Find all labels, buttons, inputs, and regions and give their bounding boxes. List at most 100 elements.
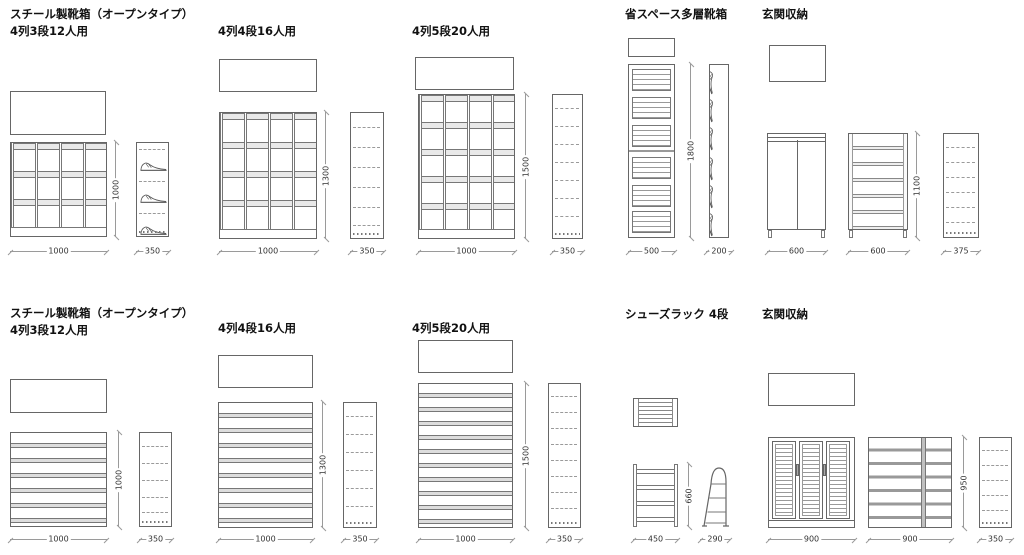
g2-height-dimension: 1300 (321, 112, 331, 239)
g3-front-view (418, 94, 515, 239)
cabinet-leg (768, 230, 772, 238)
shelf-dashed-line (555, 198, 579, 199)
g5-depth-dimension: 375 (943, 246, 979, 256)
shelf-dashed-line (555, 180, 579, 181)
louver-section (632, 185, 671, 207)
dim-label: 900 (801, 534, 822, 544)
dim-label: 950 (959, 472, 969, 493)
shelf-dashed-line (142, 463, 168, 464)
g6-height-dimension: 1000 (114, 432, 124, 527)
dim-label: 1500 (521, 154, 531, 179)
shelf-dashed-line (139, 213, 165, 214)
g7-side-view (343, 402, 377, 528)
rack-post (674, 464, 678, 527)
g7-width-dimension: 1000 (218, 534, 313, 544)
g2-depth-dimension: 350 (350, 246, 384, 256)
g10-side-view (979, 437, 1012, 528)
base-hatch (946, 232, 976, 234)
rack-shelf (636, 469, 675, 474)
louver-door (799, 441, 823, 519)
g3-depth-dimension: 350 (552, 246, 583, 256)
dim-label: 900 (900, 534, 920, 544)
shelf-dashed-line (346, 470, 373, 471)
shelf-dashed-line (142, 512, 168, 513)
dim-label: 1000 (453, 534, 478, 544)
shelf-dashed-line (982, 480, 1008, 481)
dim-label: 600 (868, 246, 888, 256)
base-hatch (142, 521, 169, 523)
g8-side-view (548, 383, 581, 528)
shelf-dashed-line (551, 508, 577, 509)
shoe-icon (710, 125, 719, 151)
shelf-dashed-line (946, 222, 975, 223)
louver-slats (829, 444, 847, 516)
shelf-dashed-line (346, 434, 373, 435)
rack-side-outline (702, 467, 729, 527)
shelf-dashed-line (982, 450, 1008, 451)
g2-width-dimension: 1000 (219, 246, 317, 256)
g1-side-view (136, 142, 169, 237)
g6-depth-dimension: 350 (139, 534, 172, 544)
g6-front-view (10, 432, 107, 527)
g1-subtitle: 4列3段12人用 (10, 24, 89, 38)
g5-cab1-width-dimension: 600 (767, 246, 826, 256)
base-hatch (982, 522, 1009, 524)
g6-plan-view (10, 379, 107, 413)
shelf-dashed-line (353, 167, 380, 168)
g2-side-view (350, 112, 384, 239)
g1-title: スチール製靴箱（オープンタイプ） (10, 7, 194, 21)
g9-side-view (700, 460, 730, 528)
dim-label: 1300 (321, 163, 331, 188)
louver-slats (802, 444, 820, 516)
shelf-dashed-line (551, 444, 577, 445)
base-hatch (551, 522, 578, 524)
shoe-icon (710, 211, 719, 237)
door-handle (823, 464, 826, 476)
g5-height-dimension: 1100 (912, 133, 922, 238)
g5-side-view (943, 133, 979, 238)
shelf-dashed-line (142, 446, 168, 447)
g4-title: 省スペース多層靴箱 (625, 7, 728, 21)
shelf-dashed-line (551, 460, 577, 461)
dim-label: 350 (357, 246, 377, 256)
shelf-dashed-line (982, 510, 1008, 511)
shoe-icon (710, 97, 719, 123)
shelf-dashed-line (142, 480, 168, 481)
g1-plan-view (10, 91, 106, 135)
g9-depth-dimension: 290 (700, 534, 730, 544)
dim-label: 1000 (114, 467, 124, 492)
shelf-dashed-line (139, 181, 165, 182)
g8-plan-view (418, 340, 513, 373)
shelf-dashed-line (946, 162, 975, 163)
louver-section (632, 97, 671, 119)
g9-front-view (633, 464, 678, 527)
shelf-dashed-line (551, 396, 577, 397)
g10-title: 玄関収納 (762, 307, 808, 321)
shoe-icon (710, 155, 719, 181)
dim-label: 600 (786, 246, 807, 256)
shoe-icon (140, 194, 167, 203)
shoe-icon (710, 69, 719, 95)
g4-front-view (628, 64, 675, 238)
g10-plan-view (768, 373, 855, 406)
dim-label: 200 (709, 246, 729, 256)
g5-shelf-cabinet (848, 133, 908, 238)
g6-width-dimension: 1000 (10, 534, 107, 544)
g2-subtitle: 4列4段16人用 (218, 24, 297, 38)
shelf-dashed-line (346, 488, 373, 489)
dim-label: 290 (705, 534, 725, 544)
dim-label: 1000 (253, 534, 278, 544)
g3-plan-view (415, 57, 514, 90)
vertical-divider (920, 438, 926, 527)
dim-label: 1000 (255, 246, 281, 256)
g2-front-view (219, 112, 317, 239)
rack-post (633, 464, 637, 527)
dim-label: 350 (142, 246, 163, 256)
cabinet-leg (821, 230, 825, 238)
shelf-dashed-line (555, 126, 579, 127)
dim-label: 1500 (521, 443, 531, 468)
cabinet-plinth (769, 520, 854, 527)
shelf-dashed-line (946, 207, 975, 208)
dim-label: 1800 (686, 138, 696, 164)
